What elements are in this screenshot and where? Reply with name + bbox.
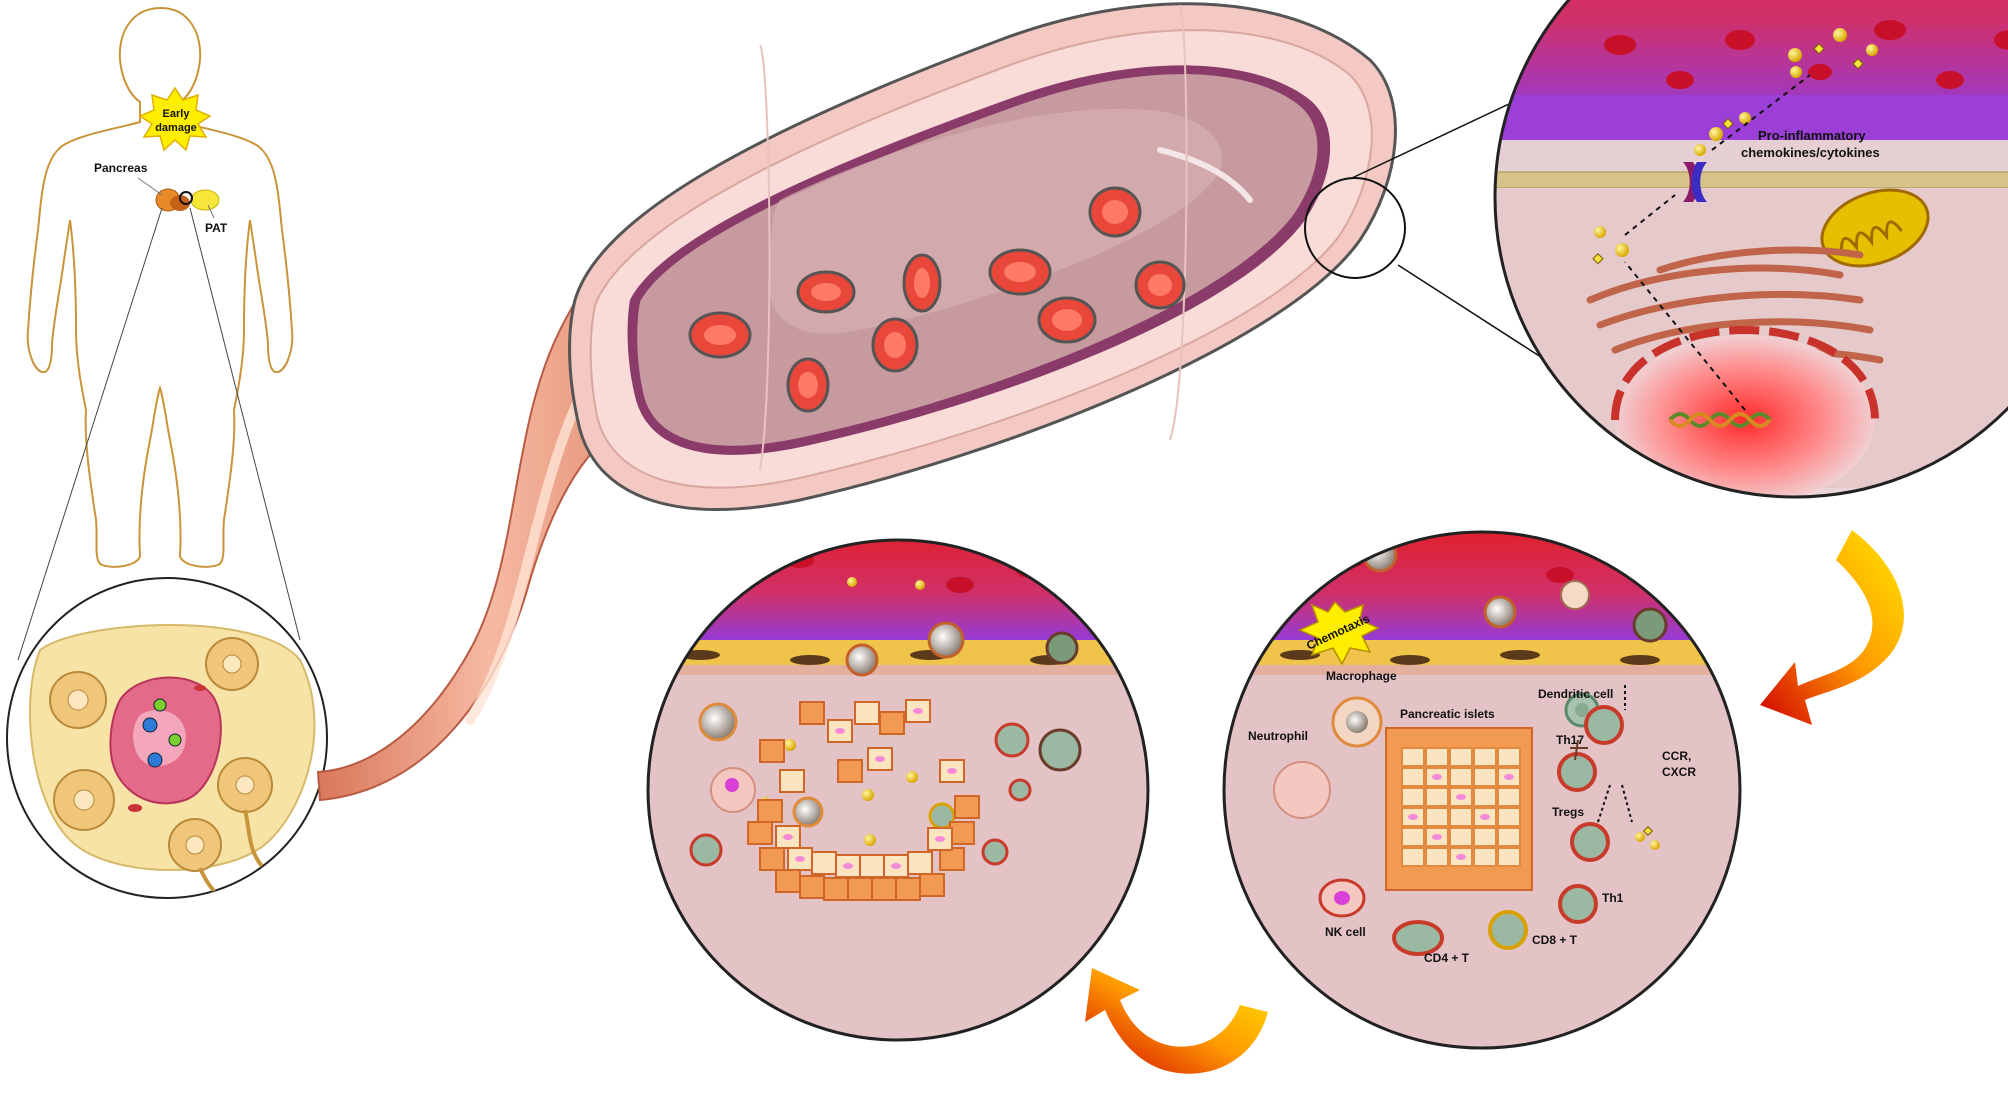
early-damage-burst: Early damage: [138, 86, 212, 152]
pat-label: PAT: [205, 221, 228, 235]
th1-label: Th1: [1602, 891, 1624, 905]
neutrophil-label: Neutrophil: [1248, 729, 1308, 743]
islet-histology-circle: [6, 577, 328, 899]
early-damage-label-1: Early: [163, 108, 191, 120]
damaged-islet: [747, 699, 980, 901]
endothelial-cell-zoom: [1493, 0, 2008, 499]
red-blood-cells: [688, 186, 1186, 413]
ccr-label: CCR,: [1662, 749, 1691, 763]
macrophage-label: Macrophage: [1326, 669, 1397, 683]
cxcr-label: CXCR: [1662, 765, 1696, 779]
pancreatic-islets-label: Pancreatic islets: [1400, 707, 1495, 721]
curved-arrow-bottom: [1085, 968, 1268, 1074]
pro-inflammatory-label-2: chemokines/cytokines: [1741, 145, 1880, 160]
early-damage-label-2: damage: [155, 122, 197, 134]
islet-destruction-zoom: [646, 538, 1150, 1042]
zoom-line-right: [189, 207, 301, 641]
pancreas-icon: [137, 177, 220, 219]
blood-vessel-cross-section: [568, 2, 1397, 511]
red-blood-cell: [786, 357, 830, 413]
red-blood-cell: [1037, 296, 1097, 344]
red-blood-cell: [1134, 260, 1186, 310]
pancreatic-islet-grid: [1385, 727, 1533, 891]
pro-inflammatory-label-1: Pro-inflammatory: [1758, 128, 1866, 143]
red-blood-cell: [688, 311, 752, 359]
cd4-t-label: CD4 + T: [1424, 951, 1470, 965]
zoom-line-left: [17, 207, 163, 661]
red-blood-cell: [796, 270, 856, 314]
human-body-outline: [26, 6, 294, 568]
pancreas-label: Pancreas: [94, 161, 148, 175]
curved-arrow-right: [1760, 530, 1904, 725]
cd8-t-label: CD8 + T: [1532, 933, 1578, 947]
th17-label: Th17: [1556, 733, 1584, 747]
red-blood-cell: [1088, 186, 1142, 238]
red-blood-cell: [902, 253, 942, 313]
red-blood-cell: [871, 317, 919, 373]
dendritic-cell-label: Dendritic cell: [1538, 687, 1613, 701]
vessel-zoom-marker: [1304, 177, 1406, 279]
red-blood-cell: [988, 248, 1052, 296]
nk-cell-label: NK cell: [1325, 925, 1366, 939]
immune-infiltration-zoom: [1222, 530, 1742, 1050]
tregs-label: Tregs: [1552, 805, 1584, 819]
